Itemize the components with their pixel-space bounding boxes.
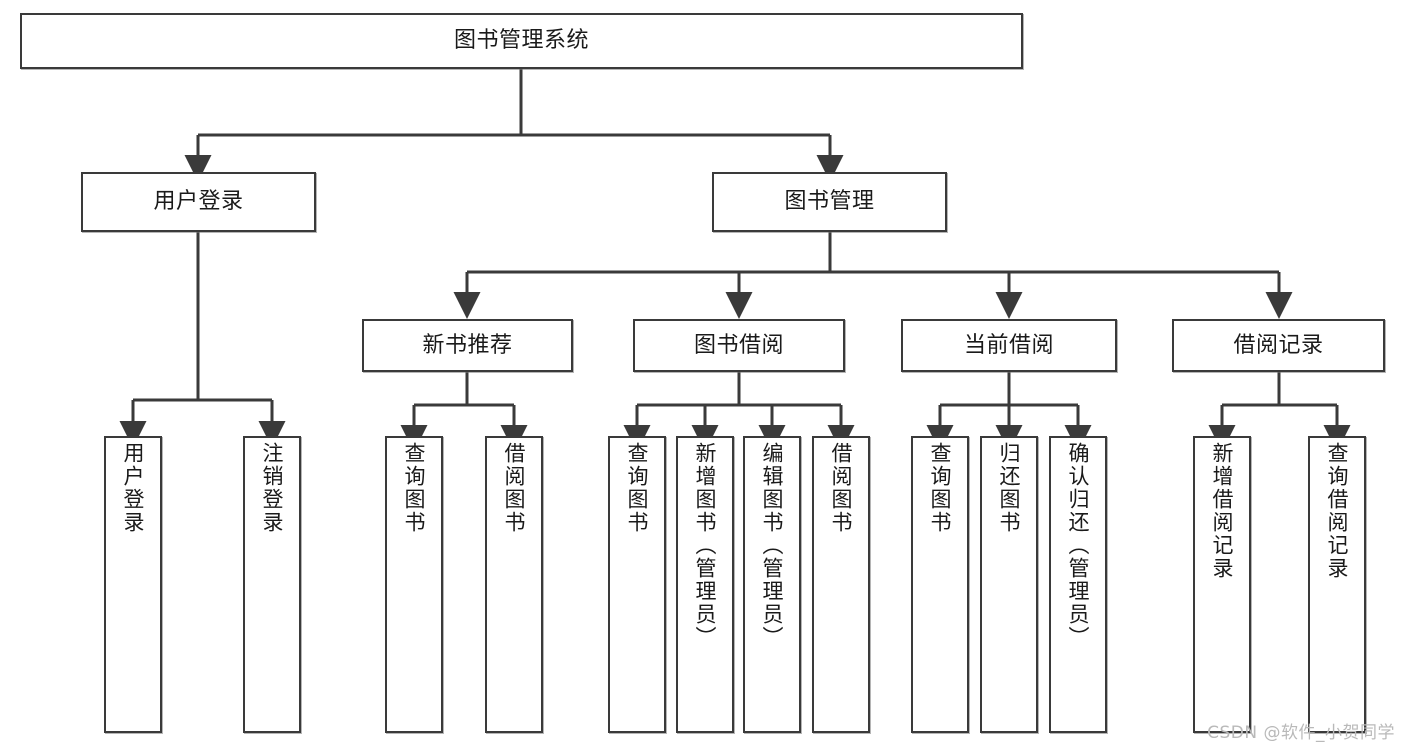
- node-borrow-record[interactable]: 借阅记录: [1172, 319, 1385, 372]
- node-new-book-recommend[interactable]: 新书推荐: [362, 319, 573, 372]
- node-borrow-record-label: 借阅记录: [1233, 332, 1324, 358]
- leaf-borrow-record-query-label: 查询借阅记录: [1325, 442, 1350, 580]
- leaf-borrow-record-query[interactable]: 查询借阅记录: [1308, 436, 1366, 733]
- leaf-new-book-query-label: 查询图书: [402, 442, 427, 534]
- node-user-login[interactable]: 用户登录: [81, 172, 316, 232]
- node-user-login-label: 用户登录: [153, 189, 244, 215]
- leaf-book-borrow-edit[interactable]: 编辑图书（管理员）: [743, 436, 801, 733]
- node-current-borrow[interactable]: 当前借阅: [901, 319, 1117, 372]
- csdn-watermark: CSDN @软件_小贺同学: [1207, 723, 1395, 743]
- node-root-label: 图书管理系统: [453, 28, 589, 54]
- leaf-borrow-record-add[interactable]: 新增借阅记录: [1193, 436, 1251, 733]
- leaf-book-borrow-borrow[interactable]: 借阅图书: [812, 436, 870, 733]
- leaf-new-book-borrow[interactable]: 借阅图书: [485, 436, 543, 733]
- node-book-borrow-label: 图书借阅: [693, 332, 784, 358]
- leaf-borrow-record-add-label: 新增借阅记录: [1210, 442, 1235, 580]
- leaf-book-borrow-add-label: 新增图书（管理员）: [693, 442, 718, 649]
- node-current-borrow-label: 当前借阅: [963, 332, 1054, 358]
- leaf-current-borrow-confirm[interactable]: 确认归还（管理员）: [1049, 436, 1107, 733]
- leaf-book-borrow-query[interactable]: 查询图书: [608, 436, 666, 733]
- leaf-book-borrow-query-label: 查询图书: [625, 442, 650, 534]
- node-book-management-label: 图书管理: [784, 189, 875, 215]
- node-book-borrow[interactable]: 图书借阅: [633, 319, 845, 372]
- node-book-management[interactable]: 图书管理: [712, 172, 947, 232]
- leaf-user-login-signout[interactable]: 注销登录: [243, 436, 301, 733]
- leaf-book-borrow-add[interactable]: 新增图书（管理员）: [676, 436, 734, 733]
- leaf-new-book-borrow-label: 借阅图书: [502, 442, 527, 534]
- leaf-current-borrow-return-label: 归还图书: [997, 442, 1022, 534]
- leaf-current-borrow-return[interactable]: 归还图书: [980, 436, 1038, 733]
- leaf-user-login-signin[interactable]: 用户登录: [104, 436, 162, 733]
- leaf-current-borrow-confirm-label: 确认归还（管理员）: [1066, 442, 1091, 649]
- node-new-book-recommend-label: 新书推荐: [422, 332, 513, 358]
- leaf-book-borrow-edit-label: 编辑图书（管理员）: [760, 442, 785, 649]
- node-root[interactable]: 图书管理系统: [20, 13, 1023, 69]
- leaf-user-login-signin-label: 用户登录: [121, 442, 146, 534]
- leaf-new-book-query[interactable]: 查询图书: [385, 436, 443, 733]
- leaf-current-borrow-query[interactable]: 查询图书: [911, 436, 969, 733]
- leaf-current-borrow-query-label: 查询图书: [928, 442, 953, 534]
- leaf-user-login-signout-label: 注销登录: [260, 442, 285, 534]
- leaf-book-borrow-borrow-label: 借阅图书: [829, 442, 854, 534]
